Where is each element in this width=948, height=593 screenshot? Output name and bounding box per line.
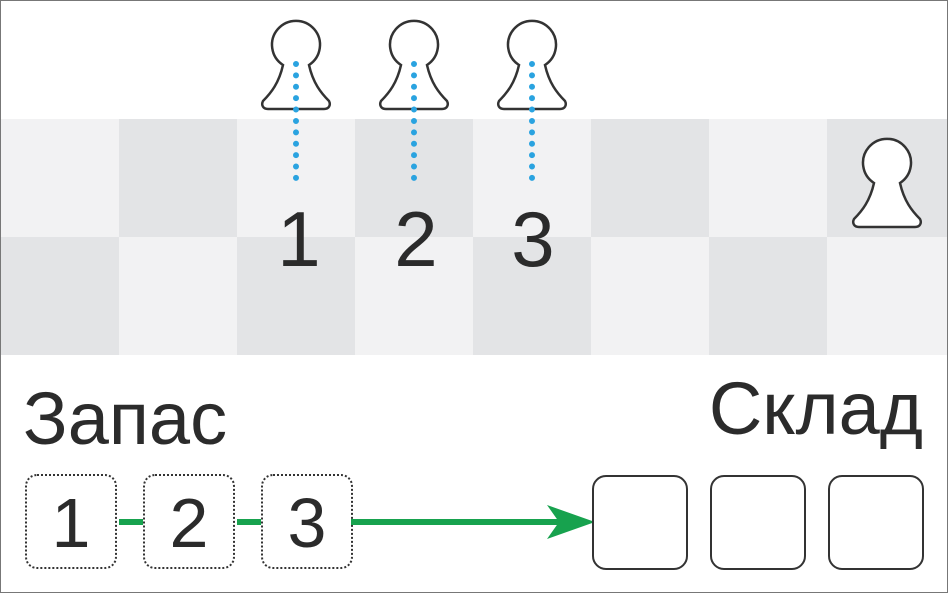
reserve-slot: 1	[25, 474, 117, 569]
storage-slot	[592, 475, 688, 570]
board-cell	[355, 237, 473, 355]
column-number: 3	[511, 195, 555, 283]
drop-guide-line	[293, 61, 299, 181]
board-cell	[119, 119, 237, 237]
board-cell	[473, 237, 591, 355]
board-cell	[827, 237, 947, 355]
reserve-connector	[237, 519, 263, 525]
board-cell	[237, 237, 355, 355]
board-cell	[1, 119, 119, 237]
reserve-connector	[119, 519, 145, 525]
board-cell	[119, 237, 237, 355]
arrow-right-icon	[351, 505, 595, 539]
board-cell	[709, 237, 827, 355]
reserve-slot: 2	[143, 474, 235, 569]
storage-heading: Склад	[708, 367, 923, 450]
pawn-icon	[850, 131, 924, 231]
board	[1, 119, 947, 355]
drop-guide-line	[529, 61, 535, 181]
board-cell	[709, 119, 827, 237]
storage-slot	[710, 475, 806, 570]
board-cell	[591, 237, 709, 355]
board-cell	[591, 119, 709, 237]
reserve-slot: 3	[261, 474, 353, 569]
storage-slot	[828, 475, 924, 570]
board-cell	[1, 237, 119, 355]
drop-guide-line	[411, 61, 417, 181]
column-number: 1	[277, 195, 321, 283]
column-number: 2	[394, 195, 438, 283]
reserve-heading: Запас	[23, 377, 228, 460]
